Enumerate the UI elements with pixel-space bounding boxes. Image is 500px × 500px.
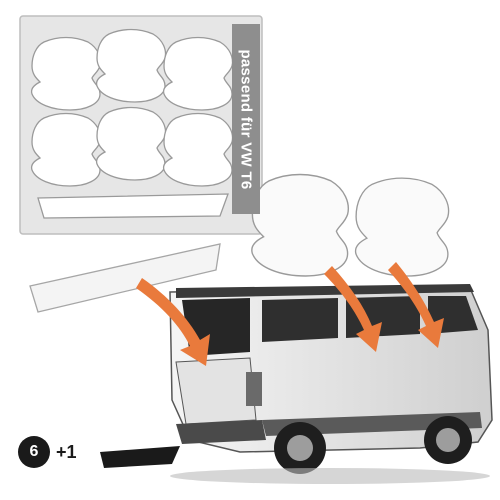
count-main: 6 [18, 436, 50, 468]
door-handle-cover-icon [251, 173, 350, 277]
bumper-strip-cutout [37, 193, 229, 219]
sticker-cutout [30, 112, 102, 187]
contents-badge: 6 +1 [18, 434, 77, 470]
bumper-strip-icon [100, 446, 180, 468]
compatibility-label: passend für VW T6 [232, 24, 260, 214]
arrow-icon [388, 262, 444, 348]
sticker-cutout [162, 112, 234, 187]
van-image [169, 284, 493, 484]
door-handle-cover-icon [354, 177, 450, 277]
sticker-cutout [30, 36, 102, 111]
sticker-cutout [162, 36, 234, 111]
sticker-cutout [95, 28, 167, 103]
count-extra: +1 [56, 441, 77, 462]
bumper-strip-icon [29, 243, 221, 313]
sticker-cutout [95, 106, 167, 181]
compatibility-label-text: passend für VW T6 [237, 48, 255, 190]
arrow-icon [136, 278, 210, 366]
arrow-icon [324, 266, 382, 352]
